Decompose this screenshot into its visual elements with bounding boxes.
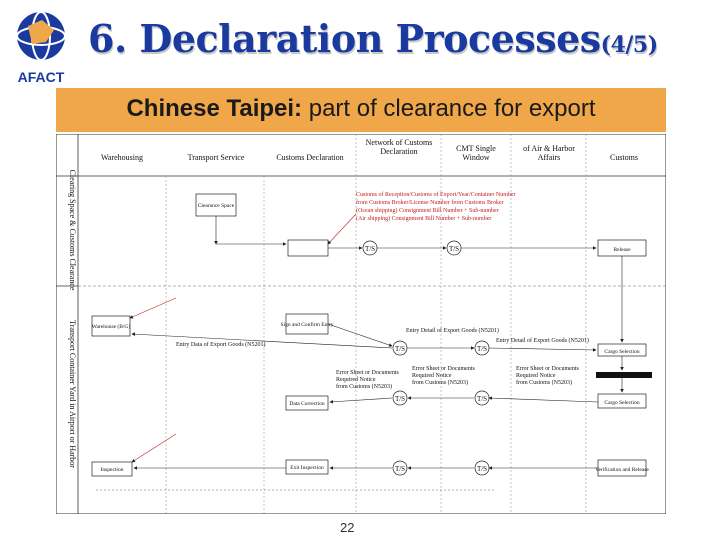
error-right-line: Error Sheet or Documents [516, 366, 579, 372]
selection-bar [596, 372, 652, 378]
subtitle: Chinese Taipei: part of clearance for ex… [56, 95, 666, 123]
ts-label: T/S [477, 345, 487, 353]
error-left-line: Error Sheet or Documents [336, 370, 399, 376]
page-title: 6. Declaration Processes(4/5) [88, 16, 658, 61]
box-clearance-space: Clearance Space [198, 203, 235, 209]
row-label-container-yard: Transport Container Yard in Airport or H… [68, 320, 77, 468]
subtitle-rest: part of clearance for export [302, 95, 596, 122]
col-customs-declaration: Customs Declaration [276, 153, 343, 162]
ts-label: T/S [395, 395, 405, 403]
red-note-line: (Air shipping) Consignment Bill Number +… [356, 215, 491, 222]
ts-node [392, 460, 408, 476]
box-verification: Verification and Release [595, 466, 649, 473]
ts-label: T/S [365, 245, 375, 253]
box-sign-confirm: Sign and Confirm Entry [280, 321, 333, 328]
red-note-line: (Ocean shipping) Consignment Bill Number… [356, 207, 499, 214]
error-left-line: from Customs (N5203) [336, 383, 392, 390]
ts-label: T/S [477, 465, 487, 473]
entry-detail-label-2: Entry Detail of Export Goods (N5201) [496, 337, 589, 344]
box-warehouse: Warehouse (B/G) [92, 323, 131, 330]
col-network: Network of Customs Declaration [365, 138, 433, 156]
afact-logo: AFACT [6, 6, 76, 86]
error-right-line: from Customs (N5203) [516, 379, 572, 386]
clearance-diagram: Warehousing Transport Service Customs De… [56, 134, 666, 514]
box-inspection: Inspection [101, 467, 124, 473]
red-note-line: Customs of Reception/Customs of Export/Y… [356, 191, 516, 198]
error-right-line: Required Notice [516, 373, 556, 379]
title-main: 6. Declaration Processes [88, 16, 601, 61]
box-cargo-selection-2: Cargo Selection [604, 400, 639, 406]
page-number: 22 [340, 520, 355, 535]
error-mid-line: Error Sheet or Documents [412, 366, 475, 372]
box-cargo-selection: Cargo Selection [604, 349, 639, 355]
box-data-correction: Data Correction [289, 401, 325, 407]
logo-text: AFACT [18, 69, 65, 85]
row-label-clearing: Clearing Space & Customs Clearance [68, 170, 77, 291]
title-suffix: (4/5) [600, 32, 658, 58]
error-mid-line: Required Notice [412, 373, 452, 379]
col-warehousing: Warehousing [101, 153, 143, 162]
box-exit-inspection: Exit Inspection [290, 465, 324, 471]
ts-label: T/S [395, 345, 405, 353]
subtitle-country: Chinese Taipei: [126, 95, 303, 122]
ts-label: T/S [477, 395, 487, 403]
entry-data-label: Entry Data of Export Goods (N5201) [176, 341, 265, 348]
subtitle-banner [56, 88, 666, 132]
box-release: Release [613, 247, 631, 253]
ts-node [392, 390, 408, 406]
ts-label: T/S [395, 465, 405, 473]
entry-detail-label: Entry Detail of Export Goods (N5201) [406, 327, 499, 334]
error-mid-line: from Customs (N5203) [412, 379, 468, 386]
col-air-harbor: of Air & Harbor Affairs [523, 144, 575, 162]
col-single-window: CMT Single Window [456, 144, 496, 162]
col-customs: Customs [610, 153, 638, 162]
ts-label: T/S [449, 245, 459, 253]
col-transport: Transport Service [188, 153, 245, 162]
error-left-line: Required Notice [336, 377, 376, 383]
red-note-line: from Customs Broker/License Number from … [356, 199, 504, 206]
